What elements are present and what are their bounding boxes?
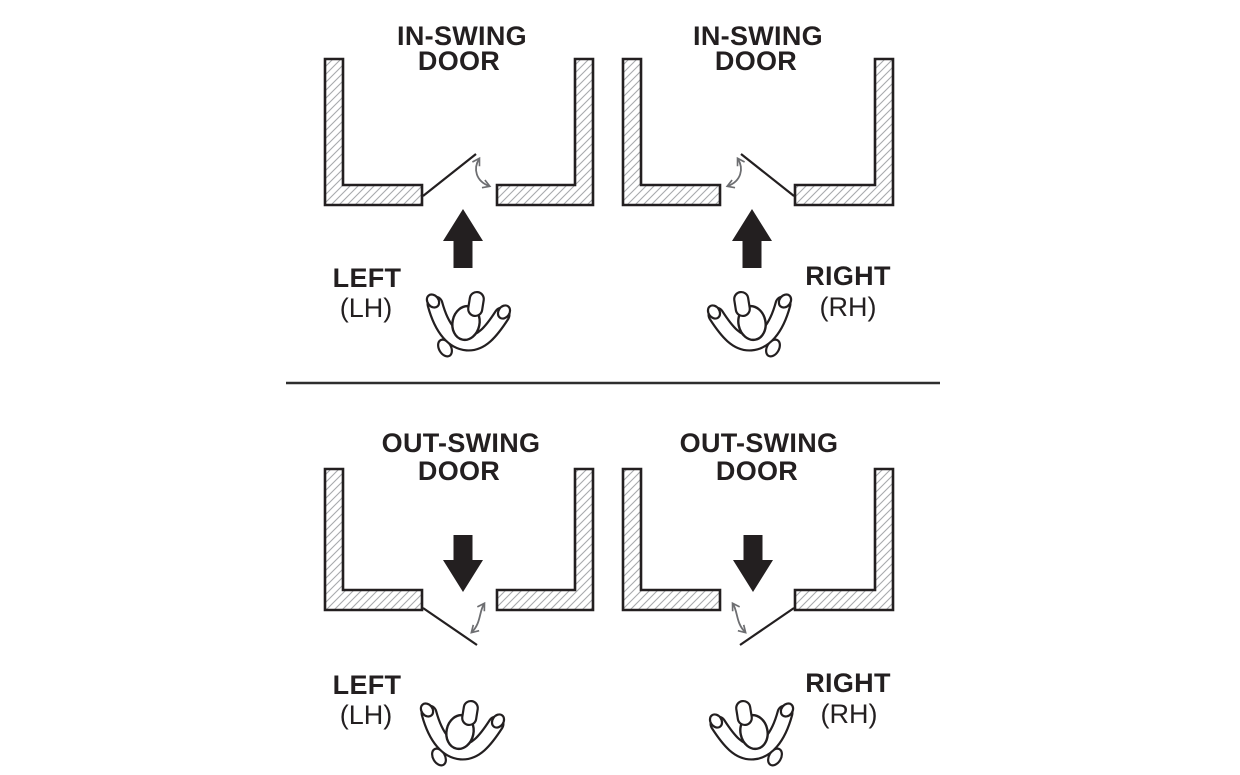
hand-abbr: (RH) [819, 292, 877, 322]
hand-label: RIGHT [805, 261, 891, 291]
hand-label: LEFT [332, 263, 402, 293]
panel-out-swing-left-graphics [323, 467, 595, 768]
person-top-view-icon [424, 291, 512, 359]
approach-direction-arrow [732, 209, 772, 268]
door-swing-arc-arrow [472, 156, 492, 189]
panel-title-line2: DOOR [417, 456, 501, 486]
door-leaf [740, 153, 795, 197]
hand-label: RIGHT [805, 668, 891, 698]
panel-out-swing-right-graphics [621, 467, 895, 768]
person-top-view-icon [707, 700, 795, 768]
approach-direction-arrow [733, 535, 773, 592]
hand-abbr: (LH) [339, 293, 393, 323]
approach-direction-arrow [443, 535, 483, 592]
approach-direction-arrow [443, 209, 483, 268]
panel-title-line1: OUT-SWING [679, 428, 839, 458]
panel-in-swing-right-graphics [621, 57, 895, 359]
wall-icon [621, 57, 722, 207]
door-leaf [422, 153, 477, 197]
door-leaf [422, 607, 478, 646]
wall-icon [621, 467, 722, 612]
panel-title-line1: IN-SWING [693, 21, 823, 51]
panel-in-swing-left-graphics [323, 57, 595, 359]
door-leaf [739, 607, 795, 646]
hand-abbr: (LH) [339, 700, 393, 730]
wall-icon [793, 467, 895, 612]
person-top-view-icon [418, 700, 506, 768]
hand-label: LEFT [332, 670, 402, 700]
wall-icon [793, 57, 895, 207]
wall-icon [495, 467, 595, 612]
wall-icon [323, 467, 424, 612]
wall-icon [495, 57, 595, 207]
door-swing-arc-arrow [725, 156, 745, 189]
wall-icon [323, 57, 424, 207]
panel-title-line2: DOOR [715, 456, 799, 486]
person-top-view-icon [705, 291, 793, 359]
panel-title-line2: DOOR [714, 46, 798, 76]
panel-title-line2: DOOR [417, 46, 501, 76]
door-swing-arc-arrow [731, 601, 747, 634]
panel-title-line1: OUT-SWING [381, 428, 541, 458]
door-swing-arc-arrow [470, 601, 486, 634]
hand-abbr: (RH) [820, 699, 878, 729]
panel-title-line1: IN-SWING [397, 21, 527, 51]
